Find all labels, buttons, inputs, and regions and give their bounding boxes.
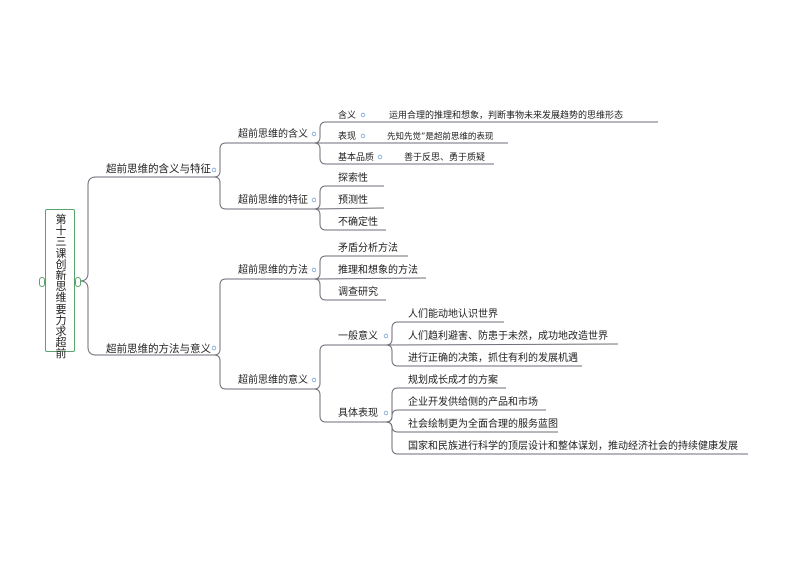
right-handle-icon[interactable] [75,277,81,287]
branch-connector [213,176,316,210]
collapse-dot-icon[interactable] [311,131,317,137]
branch-connector [313,388,388,423]
node-features[interactable]: 超前思维的特征 [238,195,308,206]
root-node[interactable]: 第十三课 创新思维要力求超前 [45,209,75,360]
leaf-definition-note: 运用合理的推理和想象，判断事物未来发展趋势的思维形态 [389,111,624,121]
leaf-enterprise-products[interactable]: 企业开发供给侧的产品和市场 [408,397,538,408]
node-meaning[interactable]: 超前思维的含义 [238,129,308,140]
leaf-national-design[interactable]: 国家和民族进行科学的顶层设计和整体谋划，推动经济社会的持续健康发展 [408,441,738,452]
branch-connector [385,409,546,423]
branch-connector [213,142,316,178]
leaf-manifestation[interactable]: 表现 [338,132,357,142]
branch-connector [315,207,385,210]
branch-connector [315,277,427,280]
branch-connector [79,176,216,282]
collapse-dot-icon[interactable] [311,267,317,273]
node-general-significance[interactable]: 一般意义 [338,331,378,342]
root-title: 第十三课 创新思维要力求超前 [55,213,67,361]
node-concrete-manifestation[interactable]: 具体表现 [338,408,378,419]
leaf-uncertainty[interactable]: 不确定性 [338,217,378,228]
leaf-society-blueprint[interactable]: 社会绘制更为全面合理的服务蓝图 [408,419,558,430]
branch-connector [313,278,386,301]
branch-1-label[interactable]: 超前思维的含义与特征 [106,163,211,175]
leaf-transform-world[interactable]: 人们趋利避害、防患于未然，成功地改造世界 [408,331,608,342]
leaf-basic-quality-note: 善于反思、勇于质疑 [404,153,486,163]
collapse-dot-icon[interactable] [311,197,317,203]
collapse-dot-icon[interactable] [211,167,217,173]
leaf-know-world[interactable]: 人们能动地认识世界 [408,309,498,320]
leaf-correct-decisions[interactable]: 进行正确的决策，抓住有利的发展机遇 [408,353,578,364]
collapse-dot-icon[interactable] [360,133,366,139]
leaf-contradiction-analysis[interactable]: 矛盾分析方法 [338,243,398,254]
collapse-dot-icon[interactable] [211,345,217,351]
leaf-basic-quality[interactable]: 基本品质 [338,153,375,163]
collapse-dot-icon[interactable] [360,112,366,118]
collapse-dot-icon[interactable] [377,154,383,160]
leaf-manifestation-note: 先知先觉”是超前思维的表现 [387,132,494,142]
node-significance[interactable]: 超前思维的意义 [238,375,308,386]
branch-connector [385,344,582,367]
node-methods[interactable]: 超前思维的方法 [238,265,308,276]
collapse-dot-icon[interactable] [383,410,389,416]
branch-connector [385,421,748,455]
leaf-investigation[interactable]: 调查研究 [338,287,378,298]
leaf-predictive[interactable]: 预测性 [338,195,368,206]
left-handle-icon[interactable] [39,277,45,287]
branch-connector [213,278,316,356]
leaf-definition[interactable]: 含义 [338,111,357,121]
collapse-dot-icon[interactable] [383,333,389,339]
branch-connector [313,208,386,231]
leaf-growth-plan[interactable]: 规划成长成才的方案 [408,375,498,386]
collapse-dot-icon[interactable] [311,377,317,383]
branch-connector [313,344,388,390]
leaf-reasoning-imagination[interactable]: 推理和想象的方法 [338,265,418,276]
leaf-exploratory[interactable]: 探索性 [338,173,368,184]
branch-connector [313,142,494,165]
branch-connector [213,354,316,390]
branch-connector [387,343,619,346]
branch-connector [79,280,216,356]
branch-2-label[interactable]: 超前思维的方法与意义 [106,343,211,355]
